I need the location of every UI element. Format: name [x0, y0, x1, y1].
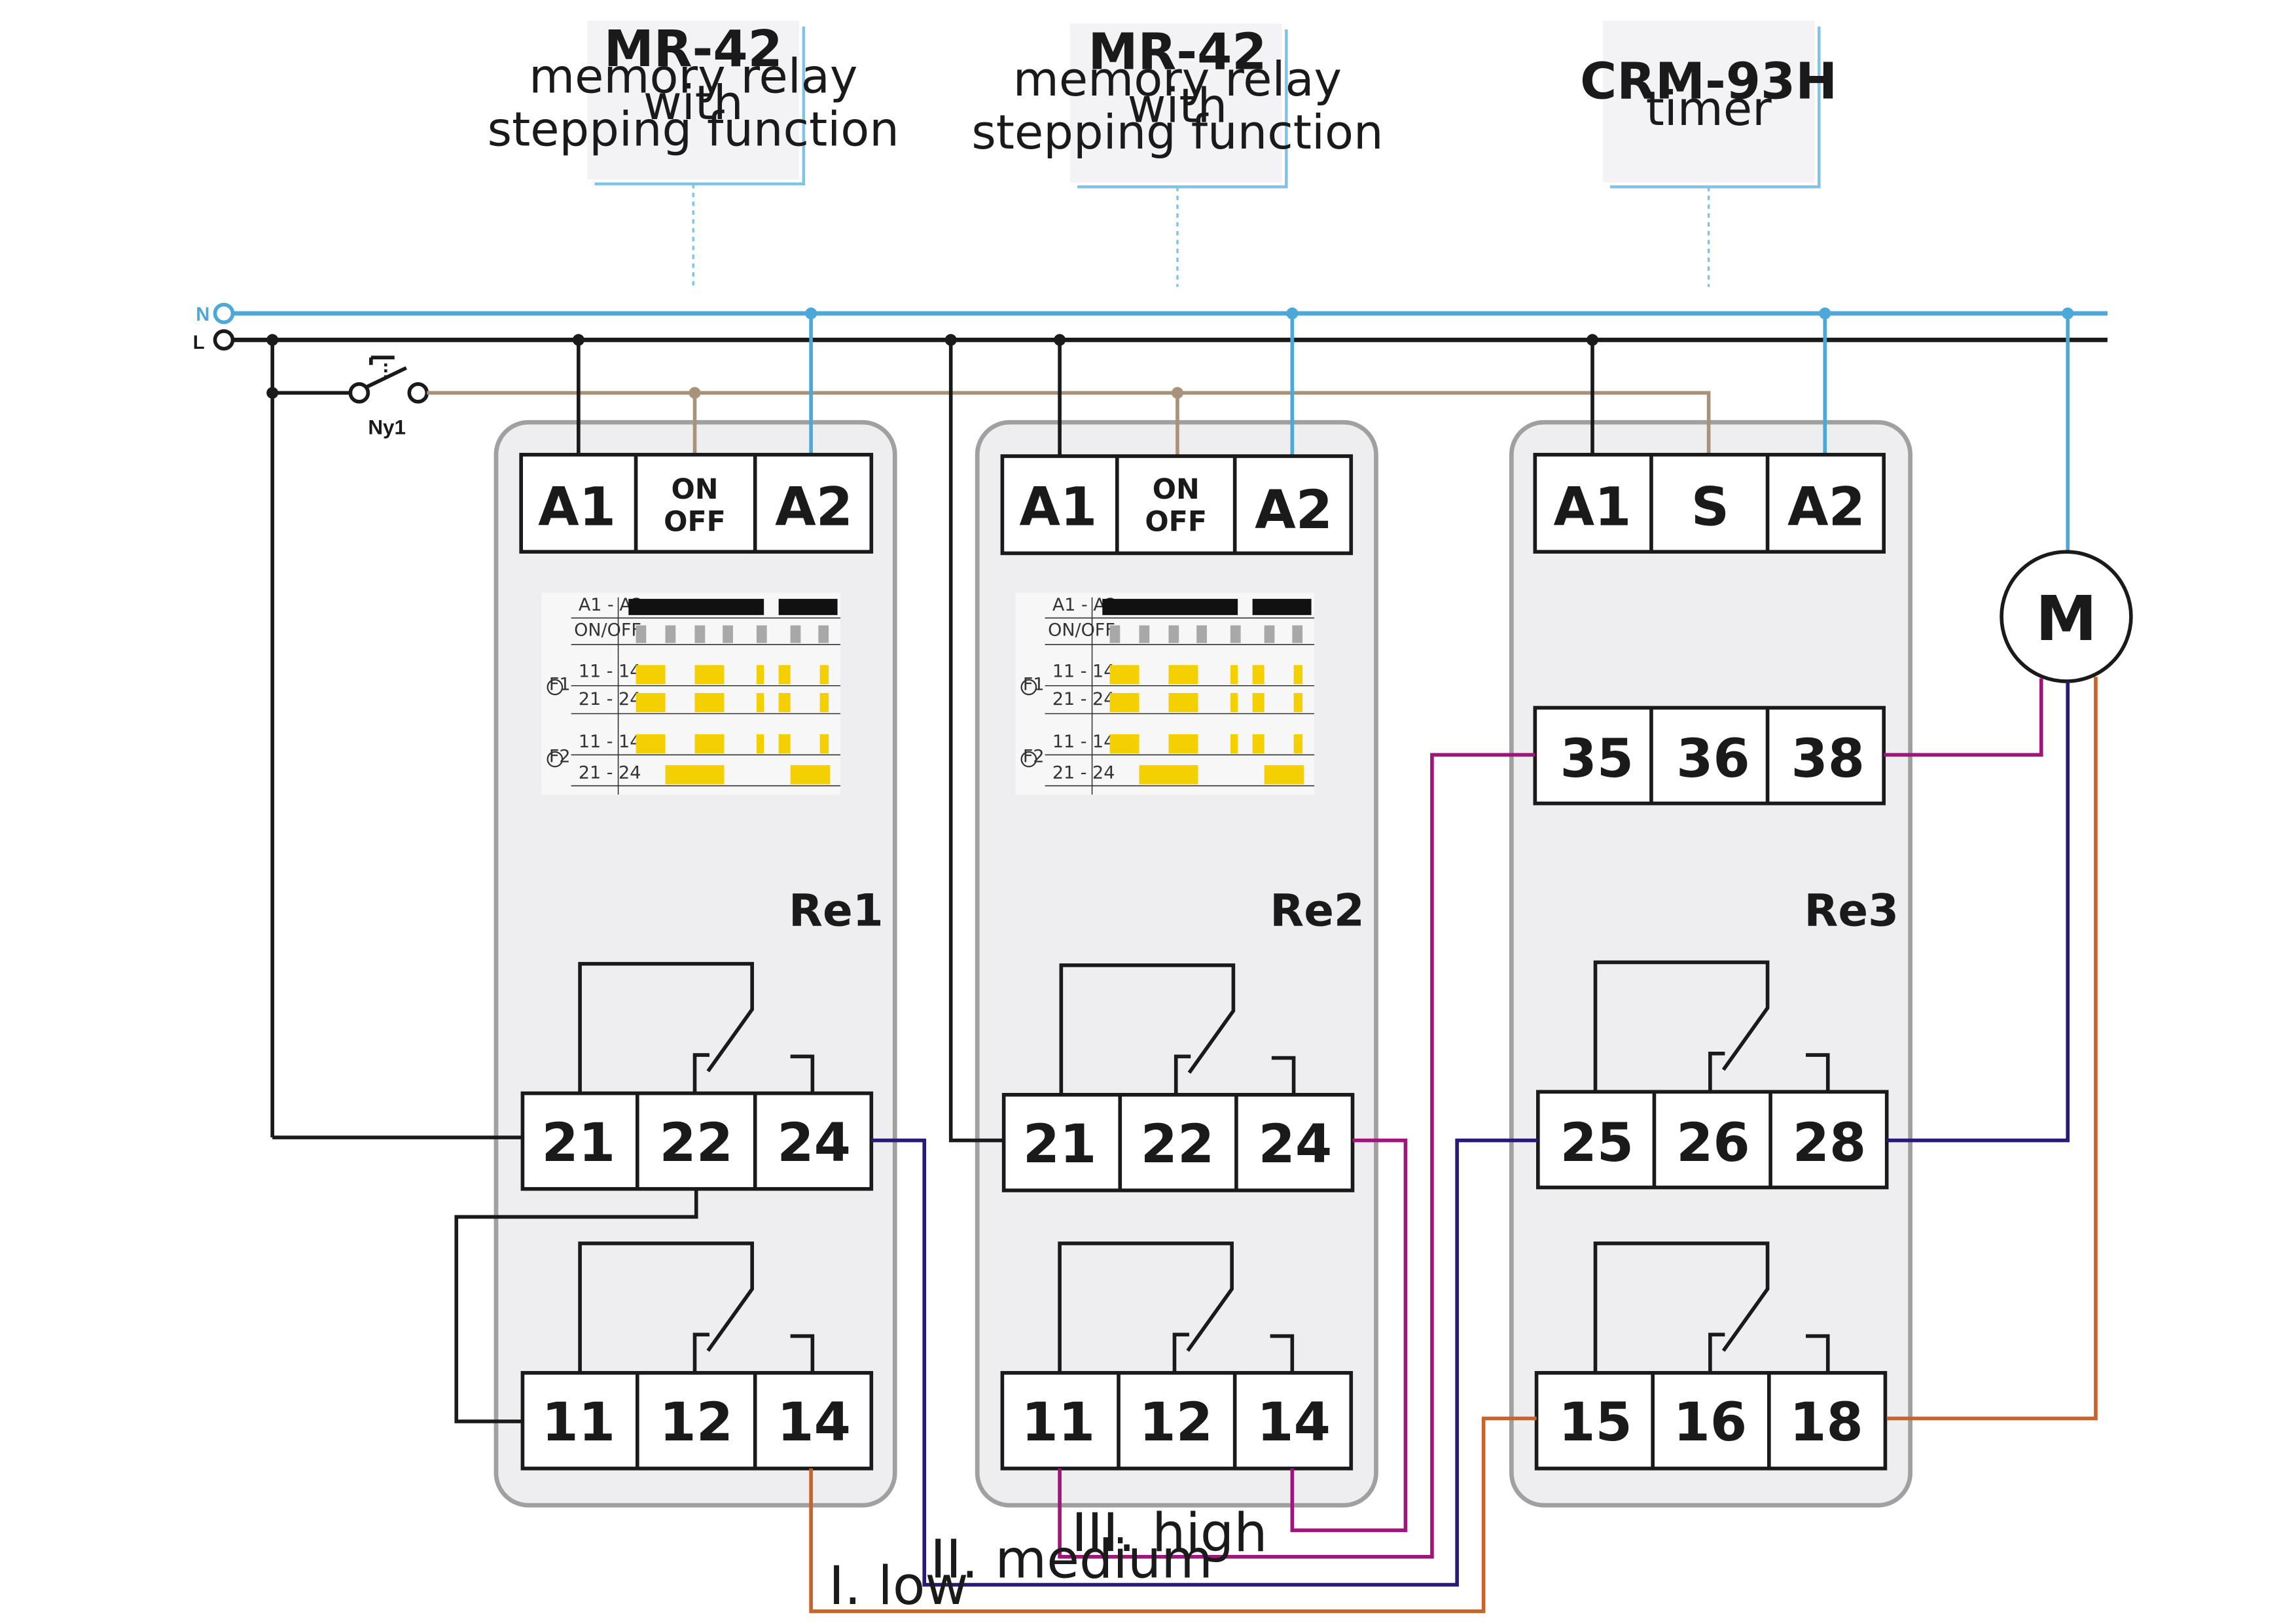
svg-text:F1: F1 — [1023, 675, 1045, 695]
terminal-16: 16 — [1674, 1392, 1748, 1454]
low-wire — [809, 677, 2098, 1613]
terminal-a1: A1 — [1019, 477, 1097, 539]
terminal-on: ON — [1153, 473, 1200, 506]
callout-line: timer — [1646, 81, 1772, 136]
svg-text:F1: F1 — [549, 675, 571, 695]
re3-top-terminals: A1 S A2 — [1533, 452, 1886, 554]
re2-contact-11-14: 11 12 14 — [1000, 1241, 1354, 1471]
callout-line: with — [643, 75, 744, 130]
terminal-14: 14 — [1257, 1392, 1331, 1454]
terminal-35: 35 — [1560, 728, 1634, 790]
svg-text:11 - 14: 11 - 14 — [579, 732, 641, 752]
switch-ny1: Ny1 — [266, 334, 1711, 1138]
callout-title: MR-42 — [604, 20, 783, 79]
n-label: N — [196, 304, 209, 325]
terminal-a1: A1 — [538, 477, 616, 539]
callout-line: memory relay — [529, 49, 857, 104]
re2-top-terminals: A1 ON OFF A2 — [1000, 454, 1354, 556]
terminal-25: 25 — [1560, 1113, 1634, 1174]
re1-top-terminals: A1 ON OFF A2 — [519, 452, 874, 554]
callout-title: MR-42 — [1088, 24, 1266, 82]
l-label: L — [193, 332, 205, 353]
terminal-36: 36 — [1676, 728, 1750, 790]
svg-text:11 - 14: 11 - 14 — [1052, 732, 1115, 752]
callout-re3: CRM-93H timer — [1580, 20, 1837, 287]
svg-text:11 - 14: 11 - 14 — [1052, 661, 1115, 681]
terminal-21: 21 — [1023, 1114, 1097, 1175]
module-label-re2: Re2 — [1270, 884, 1365, 936]
re1-contact-21-24: 21 22 24 — [520, 961, 874, 1191]
terminal-22: 22 — [659, 1113, 733, 1174]
callout-re2: MR-42 memory relay with stepping functio… — [971, 24, 1384, 287]
module-label-re3: Re3 — [1804, 884, 1899, 936]
medium-wire — [871, 681, 2070, 1587]
terminal-15: 15 — [1558, 1392, 1632, 1454]
svg-text:11 - 14: 11 - 14 — [579, 661, 641, 681]
terminal-a2: A2 — [1255, 480, 1333, 541]
speed-low-label: I. low — [829, 1556, 969, 1617]
switch-label: Ny1 — [368, 416, 406, 438]
svg-text:21 - 24: 21 - 24 — [1052, 762, 1115, 783]
re3-contact-25-28: 25 26 28 — [1536, 960, 1889, 1190]
svg-text:ON/OFF: ON/OFF — [1048, 620, 1115, 640]
callout-line: stepping function — [488, 102, 899, 157]
terminal-28: 28 — [1793, 1113, 1867, 1174]
svg-text:ON/OFF: ON/OFF — [574, 620, 641, 640]
terminal-off: OFF — [1145, 506, 1207, 539]
terminal-on: ON — [671, 473, 718, 506]
terminal-18: 18 — [1789, 1392, 1863, 1454]
re2-timing-chart: A1 - A2 ON/OFF 11 - 14 21 - 24 11 - 14 2… — [1015, 593, 1315, 795]
terminal-a2: A2 — [1787, 477, 1865, 539]
module-label-re1: Re1 — [789, 884, 884, 936]
terminal-12: 12 — [1139, 1392, 1213, 1454]
speed-medium-label: II. medium — [930, 1529, 1213, 1590]
terminal-11: 11 — [542, 1392, 616, 1454]
terminal-a1: A1 — [1554, 477, 1632, 539]
svg-text:F2: F2 — [1023, 747, 1045, 767]
callout-re1: MR-42 memory relay with stepping functio… — [488, 20, 899, 287]
terminal-24: 24 — [1259, 1114, 1333, 1175]
re3-contact-15-18: 15 16 18 — [1534, 1241, 1888, 1471]
internal-wiring — [272, 1135, 698, 1423]
callout-line: memory relay — [1013, 52, 1342, 107]
terminal-12: 12 — [659, 1392, 733, 1454]
terminal-11: 11 — [1022, 1392, 1096, 1454]
callout-title: CRM-93H — [1580, 53, 1837, 111]
terminal-24: 24 — [777, 1113, 851, 1174]
terminal-s: S — [1691, 477, 1729, 539]
bus-lines: N L — [193, 302, 2108, 353]
svg-text:21 - 24: 21 - 24 — [579, 762, 641, 783]
motor: M — [2000, 550, 2133, 683]
terminal-a2: A2 — [775, 477, 853, 539]
svg-text:21 - 24: 21 - 24 — [579, 689, 641, 709]
supply-connections — [572, 307, 2074, 1143]
speed-high-label: III. high — [1071, 1503, 1268, 1564]
svg-text:F2: F2 — [549, 747, 571, 767]
terminal-14: 14 — [777, 1392, 851, 1454]
motor-label: M — [2036, 583, 2097, 655]
re1-timing-chart: A1 - A2 ON/OFF 11 - 14 21 - 24 11 - 14 2… — [541, 593, 841, 795]
terminal-21: 21 — [542, 1113, 616, 1174]
terminal-26: 26 — [1676, 1113, 1750, 1174]
re2-contact-21-24: 21 22 24 — [1001, 963, 1355, 1192]
callout-line: stepping function — [971, 105, 1383, 160]
high-wire — [1058, 678, 2043, 1559]
terminal-22: 22 — [1141, 1114, 1215, 1175]
svg-text:21 - 24: 21 - 24 — [1052, 689, 1115, 709]
re3-mid-terminals: 35 36 38 — [1533, 705, 1886, 806]
terminal-38: 38 — [1791, 728, 1865, 790]
terminal-off: OFF — [664, 506, 726, 539]
callout-line: with — [1128, 79, 1228, 134]
